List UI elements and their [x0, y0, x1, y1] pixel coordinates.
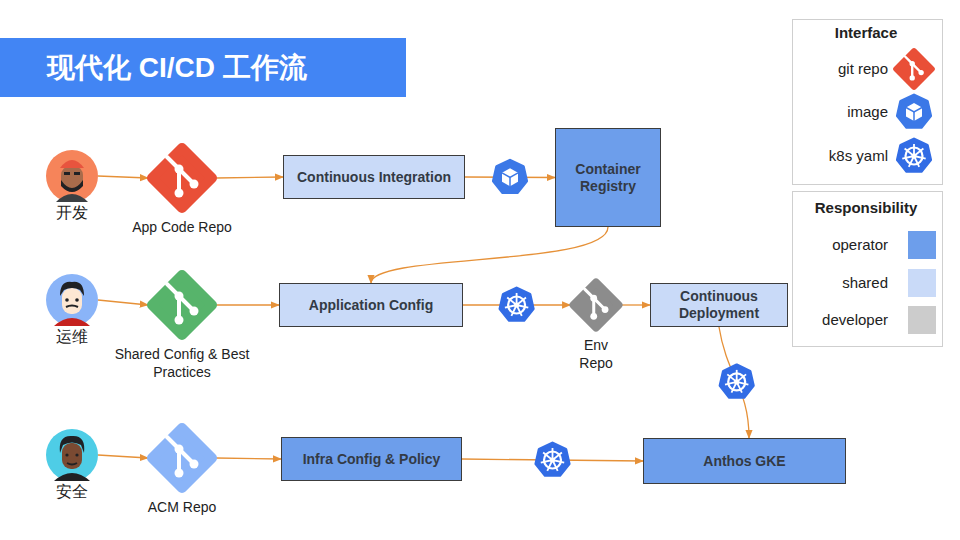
flow-arrow	[98, 455, 148, 458]
git-icon	[145, 141, 219, 215]
flow-arrow	[98, 300, 148, 305]
legend-text: image	[847, 103, 888, 120]
git-icon	[145, 421, 219, 495]
box-label: Infra Config & Policy	[297, 451, 447, 468]
git-icon	[145, 268, 219, 342]
role-avatar: 安全	[42, 429, 102, 501]
role-avatar: 开发	[42, 150, 102, 222]
legend-text: git repo	[838, 60, 888, 77]
avatar-figure	[46, 274, 98, 326]
k8s-yaml-icon	[720, 365, 753, 397]
box-label: Application Config	[303, 297, 439, 314]
role-name: 运维	[42, 328, 102, 346]
image-icon	[493, 160, 526, 192]
repo-name: App Code Repo	[132, 218, 232, 236]
box-label: Container Registry	[556, 161, 660, 195]
repo-name: Env Repo	[571, 336, 621, 372]
title-text: 现代化 CI/CD 工作流	[47, 49, 307, 87]
box-label: Continuous Deployment	[651, 288, 787, 322]
legend-swatch	[908, 231, 936, 259]
flow-arrow	[622, 304, 650, 305]
role-name: 开发	[42, 204, 102, 222]
legend-heading: Responsibility	[815, 199, 918, 216]
k8s-yaml-icon	[500, 288, 533, 320]
box-label: Anthos GKE	[697, 453, 791, 470]
k8s-yaml-icon	[536, 443, 569, 475]
legend-swatch	[908, 306, 936, 334]
flow-arrow	[216, 177, 283, 178]
role-name: 安全	[42, 483, 102, 501]
flow-arrow	[371, 227, 608, 283]
avatar-figure	[46, 429, 98, 481]
legend-heading: Interface	[835, 24, 898, 41]
flow-arrow	[216, 458, 281, 459]
process-box: Continuous Integration	[283, 155, 465, 199]
legend-text: developer	[822, 311, 888, 328]
legend-icon	[892, 90, 936, 134]
process-box: Anthos GKE	[643, 438, 846, 484]
legend-icon	[892, 134, 936, 178]
git-repo-icon: Shared Config & Best Practices	[112, 268, 252, 381]
box-label: Continuous Integration	[291, 169, 457, 186]
repo-name: ACM Repo	[132, 498, 232, 516]
flow-arrow	[216, 304, 279, 305]
flow-arrow	[98, 176, 148, 178]
legend-icon	[892, 47, 936, 91]
git-icon	[568, 277, 624, 333]
role-avatar: 运维	[42, 274, 102, 346]
legend-text: shared	[842, 274, 888, 291]
git-repo-icon: ACM Repo	[132, 421, 232, 516]
avatar-figure	[46, 150, 98, 202]
legend-text: operator	[832, 236, 888, 253]
repo-name: Shared Config & Best Practices	[112, 345, 252, 381]
git-repo-icon: App Code Repo	[132, 141, 232, 236]
legend-text: k8s yaml	[829, 147, 888, 164]
process-box: Container Registry	[555, 128, 661, 227]
process-box: Application Config	[279, 283, 463, 327]
legend-swatch	[908, 269, 936, 297]
process-box: Continuous Deployment	[650, 283, 788, 327]
git-repo-icon: Env Repo	[568, 277, 624, 372]
process-box: Infra Config & Policy	[281, 437, 462, 481]
